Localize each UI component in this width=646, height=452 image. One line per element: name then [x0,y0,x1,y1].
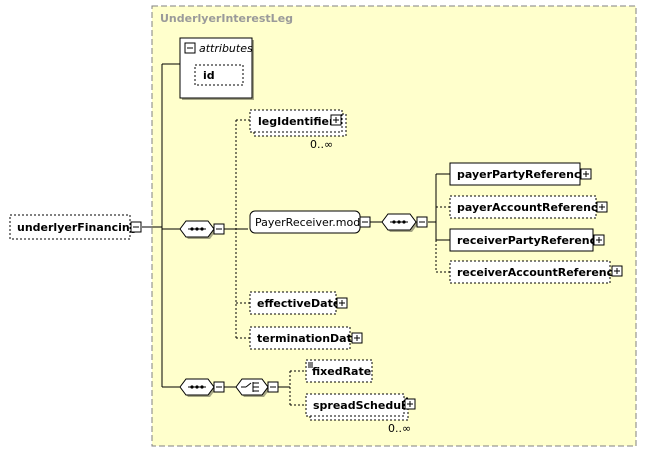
sequence-compositor-payer-receiver[interactable] [381,213,428,232]
collapse-icon[interactable] [213,223,225,235]
expand-icon[interactable] [336,297,348,309]
receiver-account-reference-label: receiverAccountReference [457,266,621,279]
leg-identifier-label: legIdentifier [258,115,335,128]
underlyer-financing-element[interactable]: underlyerFinancing [9,214,142,240]
attribute-id-label: id [203,69,215,82]
expand-icon[interactable] [404,398,416,410]
leg-identifier-cardinality: 0..∞ [310,138,333,151]
leg-identifier-element[interactable]: legIdentifier 0..∞ [249,109,347,151]
sequence-compositor-bottom[interactable] [179,378,225,397]
fixed-rate-label: fixedRate [312,365,371,378]
attributes-header: attributes [199,42,253,55]
spread-schedule-cardinality: 0..∞ [388,422,411,435]
collapse-icon[interactable] [213,381,225,393]
expand-icon[interactable] [593,234,605,246]
payer-party-reference-label: payerPartyReference [457,168,588,181]
simple-type-icon [308,362,313,368]
termination-date-element[interactable]: terminationDate [249,326,363,350]
optional-connectors [235,119,450,406]
choice-compositor[interactable] [235,378,279,397]
payer-account-reference-element[interactable]: payerAccountReference [449,195,608,219]
expand-icon[interactable] [580,168,592,180]
payer-party-reference-element[interactable]: payerPartyReference [449,162,592,186]
attributes-box: attributes id [179,37,254,100]
collapse-icon[interactable] [359,216,371,228]
collapse-icon[interactable] [416,216,428,228]
collapse-icon[interactable] [267,381,279,393]
spread-schedule-label: spreadSchedule [313,399,412,412]
container-title: UnderlyerInterestLeg [160,12,293,25]
receiver-account-reference-element[interactable]: receiverAccountReference [449,260,623,284]
expand-icon[interactable] [596,201,608,213]
payer-receiver-model-group[interactable]: PayerReceiver.model [249,210,371,234]
expand-icon[interactable] [330,114,342,126]
collapse-icon[interactable] [184,42,196,54]
choice-icon [241,382,259,392]
receiver-party-reference-label: receiverPartyReference [457,234,604,247]
underlyer-financing-label: underlyerFinancing [17,221,138,234]
payer-receiver-model-label: PayerReceiver.model [255,216,370,229]
fixed-rate-element[interactable]: fixedRate [305,359,373,383]
spread-schedule-element[interactable]: spreadSchedule 0..∞ [305,393,416,435]
effective-date-element[interactable]: effectiveDate [249,291,348,315]
payer-account-reference-label: payerAccountReference [457,201,605,214]
collapse-icon[interactable] [130,221,142,233]
sequence-compositor[interactable] [179,220,225,239]
receiver-party-reference-element[interactable]: receiverPartyReference [449,228,605,252]
expand-icon[interactable] [611,265,623,277]
attribute-id-box[interactable] [194,64,244,86]
effective-date-label: effectiveDate [257,297,340,310]
termination-date-label: terminationDate [257,332,359,345]
expand-icon[interactable] [351,332,363,344]
